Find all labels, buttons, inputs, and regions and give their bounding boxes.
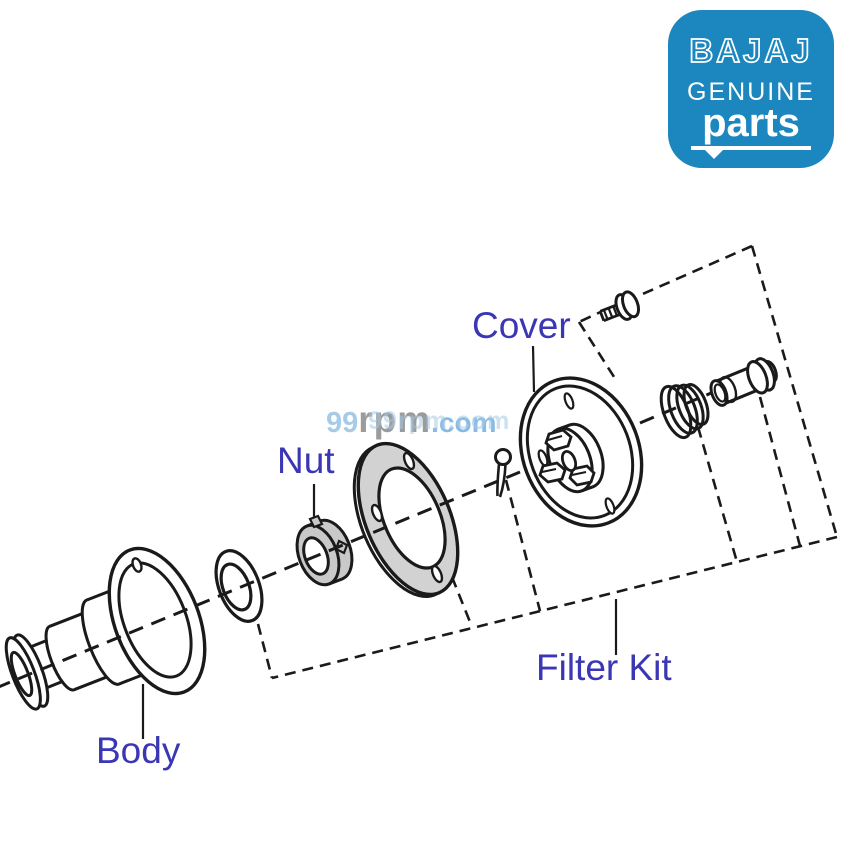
logo-genuine-text: GENUINE [687,78,815,106]
logo-arrow-icon [705,149,723,159]
body-label: Body [96,730,181,771]
watermark: 99rpm.com 99rpm.com [326,399,509,441]
filter-kit-boundary [256,244,839,680]
body-part [4,546,207,711]
washer-part [214,549,264,623]
cotter-pin-part [494,448,512,498]
filter-kit-label: Filter Kit [536,647,672,688]
logo-underline [691,146,811,150]
nut-part [295,514,354,587]
watermark-suffix: .com [431,407,497,438]
pivot-pin-part [709,357,778,407]
screw-part [598,290,641,323]
watermark-prefix: 99 [326,407,359,439]
logo-brand-text: BAJAJ [689,31,813,70]
watermark-site-name: rpm [358,399,432,440]
bajaj-genuine-parts-logo: BAJAJ GENUINE parts [668,10,834,168]
cover-leader-line [531,345,536,393]
gasket-part [352,441,460,598]
spring-part [659,383,710,440]
center-axis-line-right [639,389,717,425]
logo-parts-text: parts [702,101,800,145]
cover-label: Cover [472,305,571,346]
watermark-ghost-text: 99rpm.com [368,407,511,435]
cover-part [518,376,644,528]
nut-label: Nut [277,440,335,481]
label-leader-lines [141,345,618,739]
